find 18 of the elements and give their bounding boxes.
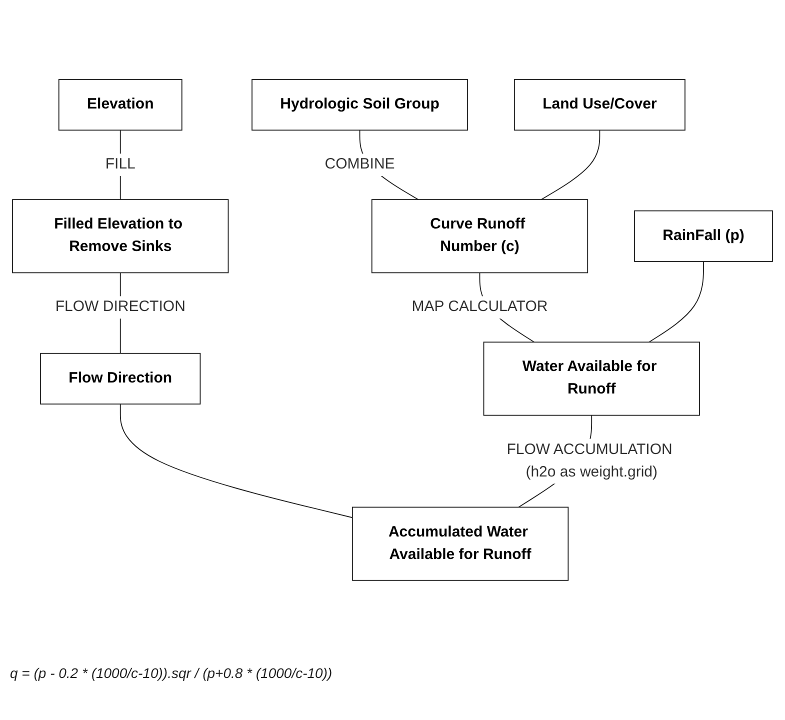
node-box: Water Available for Runoff <box>483 342 700 416</box>
formula-note: q = (p - 0.2 * (1000/c-10)).sqr / (p+0.8 * (1000/c-10)) <box>10 665 334 681</box>
node-box: Hydrologic Soil Group <box>252 79 468 131</box>
node-box: Land Use/Cover <box>514 79 686 131</box>
edge-label: FLOW ACCUMULATION (h2o as weight.grid) <box>506 442 672 480</box>
node-box: Flow Direction <box>40 352 201 405</box>
node-box: Curve Runoff Number (c) <box>371 199 588 274</box>
node-box: Accumulated Water Available for Runoff <box>352 506 569 581</box>
connector <box>648 261 704 343</box>
connector <box>540 130 600 200</box>
edge-label: MAP CALCULATOR <box>412 299 548 315</box>
edge-label: FLOW DIRECTION <box>55 299 186 315</box>
connector <box>120 404 353 518</box>
node-box: Filled Elevation to Remove Sinks <box>12 199 229 274</box>
edge-label: FILL <box>105 156 136 172</box>
node-box: Elevation <box>58 79 182 131</box>
edge-label: COMBINE <box>324 156 395 172</box>
node-box: RainFall (p) <box>634 210 773 262</box>
